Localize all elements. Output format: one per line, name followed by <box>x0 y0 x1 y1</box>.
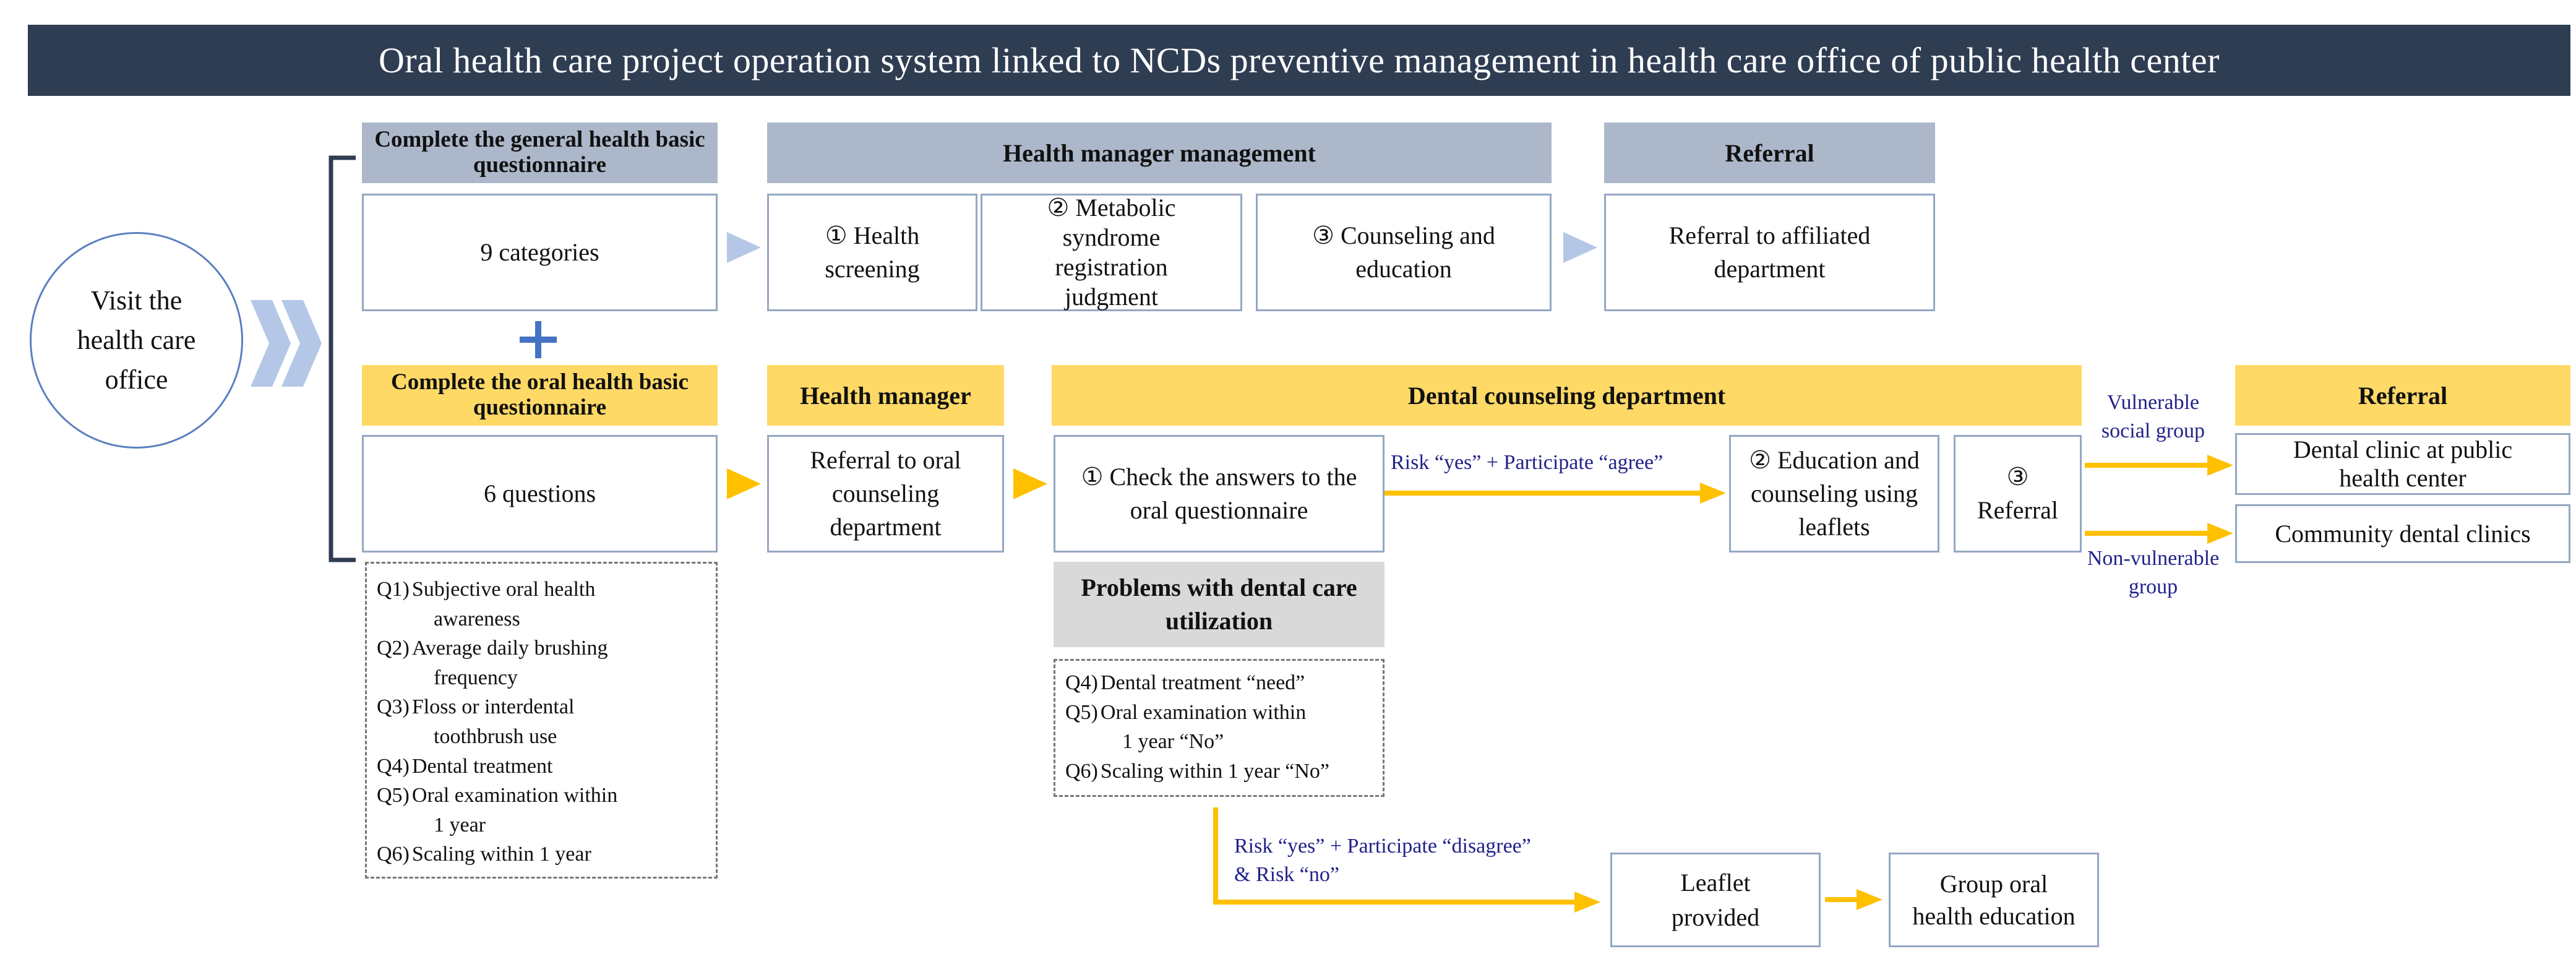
list-item: Q4)Dental treatment <box>377 754 553 778</box>
bracket <box>328 155 356 562</box>
list-item: Q6)Scaling within 1 year <box>377 843 591 866</box>
visit-node: Visit the health care office <box>30 232 243 449</box>
oral-questionnaire-box: 6 questions <box>362 435 718 553</box>
page-title: Oral health care project operation syste… <box>28 25 2570 96</box>
referral-affiliated-box: Referral to affiliated department <box>1604 194 1935 311</box>
group-education-box: Group oral health education <box>1889 853 2099 947</box>
vulnerable-label: Vulnerable social group <box>2101 391 2205 442</box>
metabolic-syndrome-step: ② Metabolic syndrome registration judgme… <box>981 194 1242 311</box>
health-manager-management-header: Health manager management <box>767 123 1552 183</box>
visit-label: Visit the health care office <box>77 285 196 395</box>
dental-counseling-header: Dental counseling department <box>1052 365 2082 426</box>
dental-referral-step: ③ Referral <box>1954 435 2082 553</box>
community-dental-clinics-box: Community dental clinics <box>2235 504 2570 563</box>
oral-questionnaire-header: Complete the oral health basic questionn… <box>362 365 718 426</box>
counseling-education-step: ③ Counseling and education <box>1256 194 1552 311</box>
referral-right-header: Referral <box>2235 365 2570 426</box>
list-item: Q5)Oral examination within <box>377 784 618 807</box>
list-item: Q1)Subjective oral health <box>377 578 596 601</box>
oral-questions-list: Q1)Subjective oral health awareness Q2)A… <box>365 562 718 879</box>
referral-top-header: Referral <box>1604 123 1935 183</box>
problems-list: Q4)Dental treatment “need” Q5)Oral exami… <box>1054 659 1385 797</box>
arrow-right-icon <box>1574 892 1600 913</box>
arrow-right-icon <box>1700 483 1726 504</box>
arrow-right-icon <box>2207 523 2233 544</box>
list-item: Q2)Average daily brushing <box>377 637 608 660</box>
check-answers-step: ① Check the answers to the oral question… <box>1054 435 1385 553</box>
list-item: Q6)Scaling within 1 year “No” <box>1065 759 1330 783</box>
problems-header: Problems with dental care utilization <box>1054 562 1385 647</box>
arrow-right-icon <box>2207 455 2233 476</box>
non-vulnerable-label: Non-vulnerable group <box>2087 547 2220 598</box>
arrow-right-icon <box>727 232 761 263</box>
list-item: Q3)Floss or interdental <box>377 695 575 719</box>
health-manager-header: Health manager <box>767 365 1004 426</box>
plus-icon <box>535 321 541 358</box>
arrow-right-icon <box>1857 889 1883 910</box>
education-leaflets-step: ② Education and counseling using leaflet… <box>1729 435 1939 553</box>
public-dental-clinic-box: Dental clinic at public health center <box>2235 433 2570 495</box>
arrow-right-icon <box>727 468 761 499</box>
arrow-right-icon <box>1013 468 1047 499</box>
list-item: Q4)Dental treatment “need” <box>1065 671 1305 694</box>
leaflet-provided-box: Leaflet provided <box>1610 853 1821 947</box>
risk-agree-label: Risk “yes” + Participate “agree” <box>1391 451 1664 474</box>
risk-disagree-label: Risk “yes” + Participate “disagree” & Ri… <box>1234 835 1531 886</box>
list-item: Q5)Oral examination within <box>1065 700 1307 724</box>
general-questionnaire-header: Complete the general health basic questi… <box>362 123 718 183</box>
general-questionnaire-box: 9 categories <box>362 194 718 311</box>
chevron-icon <box>281 300 322 387</box>
health-screening-step: ① Health screening <box>767 194 977 311</box>
arrow-right-icon <box>1563 232 1597 263</box>
chevron-icon <box>251 300 291 387</box>
oral-counseling-referral-box: Referral to oral counseling department <box>767 435 1004 553</box>
